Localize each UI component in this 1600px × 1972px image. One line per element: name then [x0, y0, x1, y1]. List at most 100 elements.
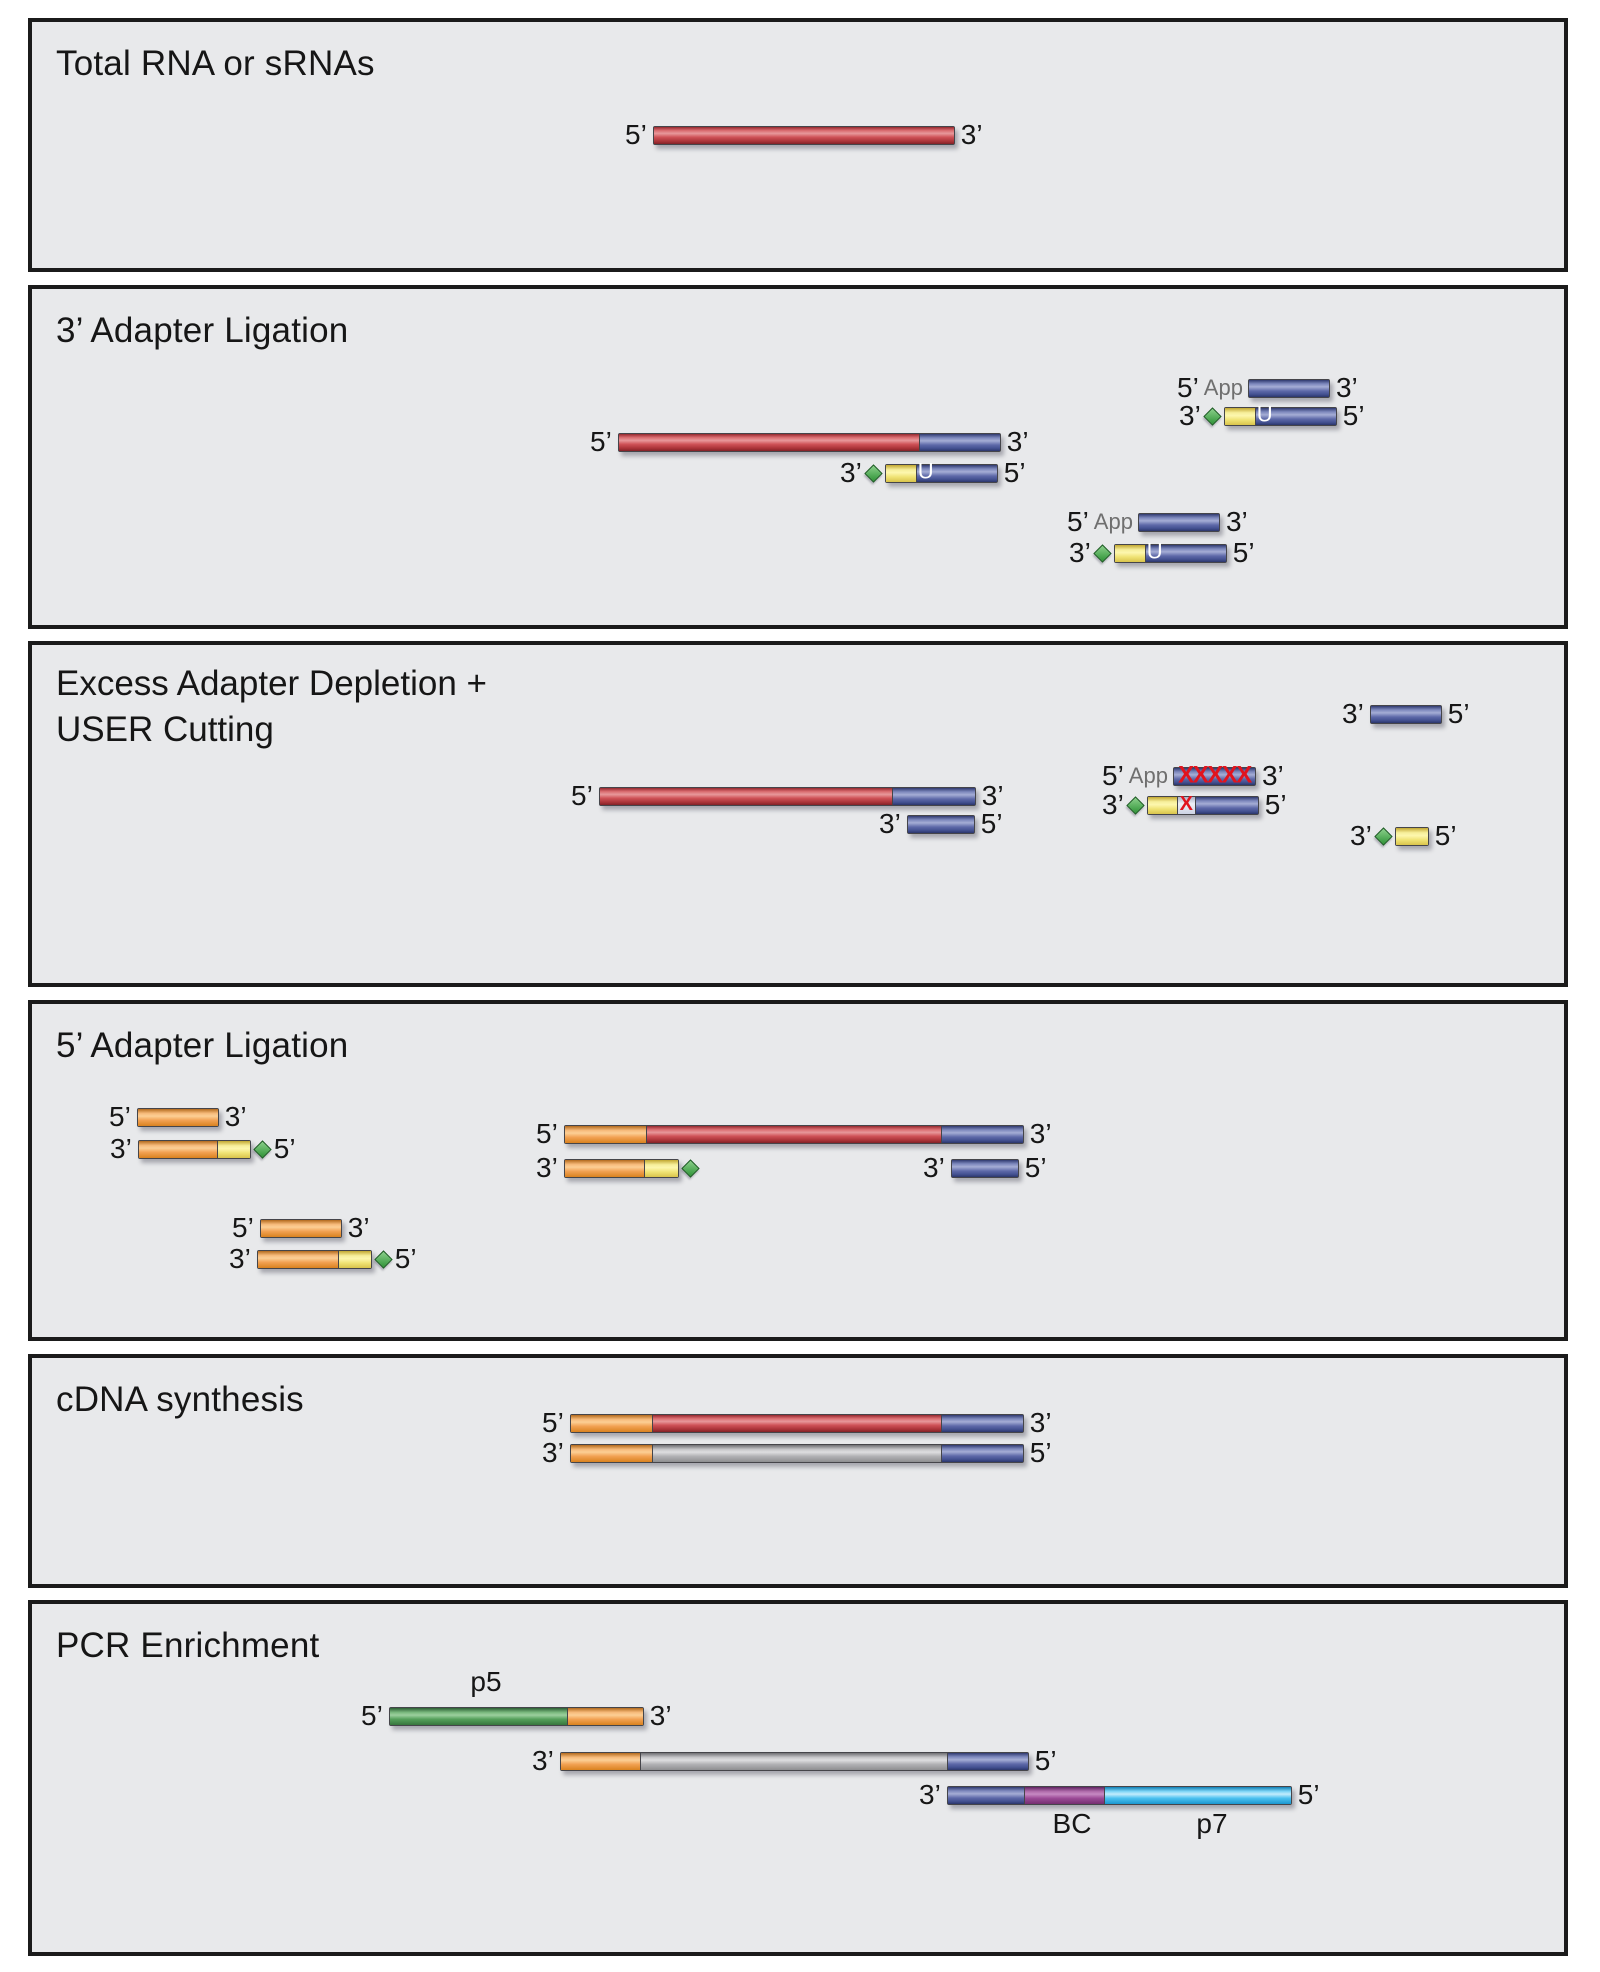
- adapter5-bar: [259, 1218, 342, 1238]
- user-cut-adapter-bottom-strand: 3’ X 5’: [1102, 788, 1287, 822]
- three-prime-label: 3’: [1261, 760, 1284, 791]
- five-prime-label: 5’: [1003, 457, 1026, 488]
- three-prime-label: 3’: [1029, 1118, 1052, 1149]
- three-prime-label: 3’: [1335, 372, 1358, 403]
- p7-primer-bar: [946, 1785, 1292, 1805]
- user-cut-bar: X: [1146, 793, 1259, 815]
- uracil-label: U: [1256, 401, 1273, 427]
- three-prime-label: 3’: [1069, 537, 1091, 568]
- rna-segment: [651, 1414, 941, 1432]
- app-label: App: [1128, 763, 1168, 788]
- p7-label: p7: [1196, 1808, 1228, 1839]
- uracil-linker-segment: [1114, 544, 1145, 562]
- app-label: App: [1093, 509, 1133, 534]
- ligation-product-top-strand: 5’ 3’: [590, 425, 1029, 459]
- five-prime-label: 5’: [1034, 1745, 1057, 1776]
- three-prime-label: 3’: [536, 1152, 558, 1183]
- three-prime-label: 3’: [542, 1437, 564, 1468]
- five-prime-label: 5’: [1297, 1779, 1320, 1810]
- free-adapter3-duplex-1-top: 5’ App 3’: [1177, 371, 1358, 405]
- panel-total-rna: Total RNA or sRNAs 5’ 3’: [28, 18, 1568, 272]
- cdna-bar: [569, 1443, 1024, 1463]
- three-prime-label: 3’: [224, 1101, 247, 1132]
- adapter3-segment: [947, 1786, 1024, 1804]
- cut-site-segment: X: [1176, 793, 1195, 815]
- free-adapter3-duplex-2-bottom: 3’ U 5’: [1069, 536, 1255, 570]
- three-prime-label: 3’: [1006, 426, 1029, 457]
- rna-adapter3-bar: [617, 432, 1001, 452]
- adapter3-segment: [940, 1125, 1023, 1143]
- adapter5-segment: [257, 1250, 338, 1268]
- blocker-diamond-icon: [374, 1249, 393, 1269]
- adapter3-segment: XXXXX: [1173, 761, 1255, 788]
- user-cut-x-label: X: [1179, 793, 1193, 816]
- three-prime-label: 3’: [532, 1745, 554, 1776]
- adapter3-segment: [1370, 705, 1441, 723]
- five-prime-label: 5’: [1102, 760, 1124, 791]
- adapter3-bar: [1137, 512, 1220, 532]
- uracil-linker-segment: [885, 464, 916, 482]
- three-prime-label: 3’: [1350, 820, 1372, 851]
- panel-cdna-synthesis: cDNA synthesis 5’ 3’ 3’ 5’: [28, 1354, 1568, 1588]
- cdna-segment: [639, 1752, 947, 1770]
- adapter5-segment: [564, 1125, 646, 1143]
- five-prime-label: 5’: [1177, 372, 1199, 403]
- adapter3-complement-bar: U: [884, 458, 998, 483]
- free-adapter5-duplex-1-bottom: 3’ 5’: [110, 1132, 296, 1166]
- three-prime-label: 3’: [229, 1243, 251, 1274]
- blocker-diamond-icon: [1374, 826, 1393, 846]
- rna-segment: [653, 126, 954, 144]
- ligation-product-top-strand: 5’ 3’: [536, 1117, 1052, 1151]
- rna-segment: [645, 1125, 941, 1143]
- five-prime-label: 5’: [542, 1407, 564, 1438]
- free-adapter3-duplex-2-top: 5’ App 3’: [1067, 505, 1248, 539]
- adapter5-segment: [570, 1444, 652, 1462]
- rna-adapter3-bar: [598, 786, 976, 806]
- adapter3-segment: [940, 1444, 1023, 1462]
- adapter3-segment: [918, 433, 1000, 451]
- cdna-template-strand: 3’ 5’: [532, 1744, 1057, 1778]
- uracil-label: U: [917, 458, 934, 484]
- adapter5-bottom-fragment: 3’: [536, 1151, 700, 1185]
- cut-fragment-bar: [1394, 826, 1429, 846]
- panel-excess-adapter-depletion: Excess Adapter Depletion + USER Cutting …: [28, 641, 1568, 987]
- three-prime-label: 3’: [981, 780, 1004, 811]
- rna-bar: [652, 125, 955, 145]
- panel-title: PCR Enrichment: [56, 1626, 320, 1665]
- rna-segment: [599, 787, 892, 805]
- adapter5-segment: [137, 1108, 218, 1126]
- five-prime-label: 5’: [1447, 698, 1470, 729]
- panel-5-adapter-ligation: 5’ Adapter Ligation 5’ 3’ 3’ 5’ 5’ 3’: [28, 1000, 1568, 1341]
- panel-title: 3’ Adapter Ligation: [56, 311, 349, 350]
- panel-title: Total RNA or sRNAs: [56, 44, 375, 83]
- blocked-adapter3-bar: XXXXX: [1172, 761, 1256, 788]
- adapter5-segment: [138, 1140, 217, 1158]
- blocker-diamond-icon: [1126, 795, 1145, 815]
- adapter3-complement-bar: U: [1223, 401, 1337, 426]
- five-prime-label: 5’: [1434, 820, 1457, 851]
- adapter3-bottom-fragment: 3’ 5’: [923, 1151, 1047, 1185]
- barcode-segment: [1023, 1786, 1104, 1804]
- adapter5-complement-bar: [256, 1249, 372, 1269]
- five-prime-label: 5’: [109, 1101, 131, 1132]
- p5-primer-strand: 5’ 3’: [361, 1699, 672, 1733]
- panel-title: 5’ Adapter Ligation: [56, 1026, 349, 1065]
- panel-title-line1: Excess Adapter Depletion +: [56, 664, 487, 703]
- three-prime-label: 3’: [840, 457, 862, 488]
- three-prime-label: 3’: [347, 1212, 370, 1243]
- three-prime-label: 3’: [649, 1700, 672, 1731]
- adapter5-segment: [564, 1159, 644, 1177]
- three-prime-label: 3’: [1179, 400, 1201, 431]
- five-prime-label: 5’: [1342, 400, 1365, 431]
- adapter5-segment: [260, 1219, 341, 1237]
- adapter5-rna-adapter3-bar: [569, 1413, 1024, 1433]
- total-rna-strand: 5’ 3’: [625, 118, 983, 152]
- three-prime-label: 3’: [960, 119, 983, 150]
- three-prime-label: 3’: [923, 1152, 945, 1183]
- blocker-diamond-icon: [681, 1158, 700, 1178]
- adapter3-segment: [1248, 379, 1329, 397]
- adapter3-segment: [946, 1752, 1028, 1770]
- five-prime-label: 5’: [536, 1118, 558, 1149]
- three-prime-label: 3’: [1225, 506, 1248, 537]
- p5-label: p5: [470, 1666, 502, 1697]
